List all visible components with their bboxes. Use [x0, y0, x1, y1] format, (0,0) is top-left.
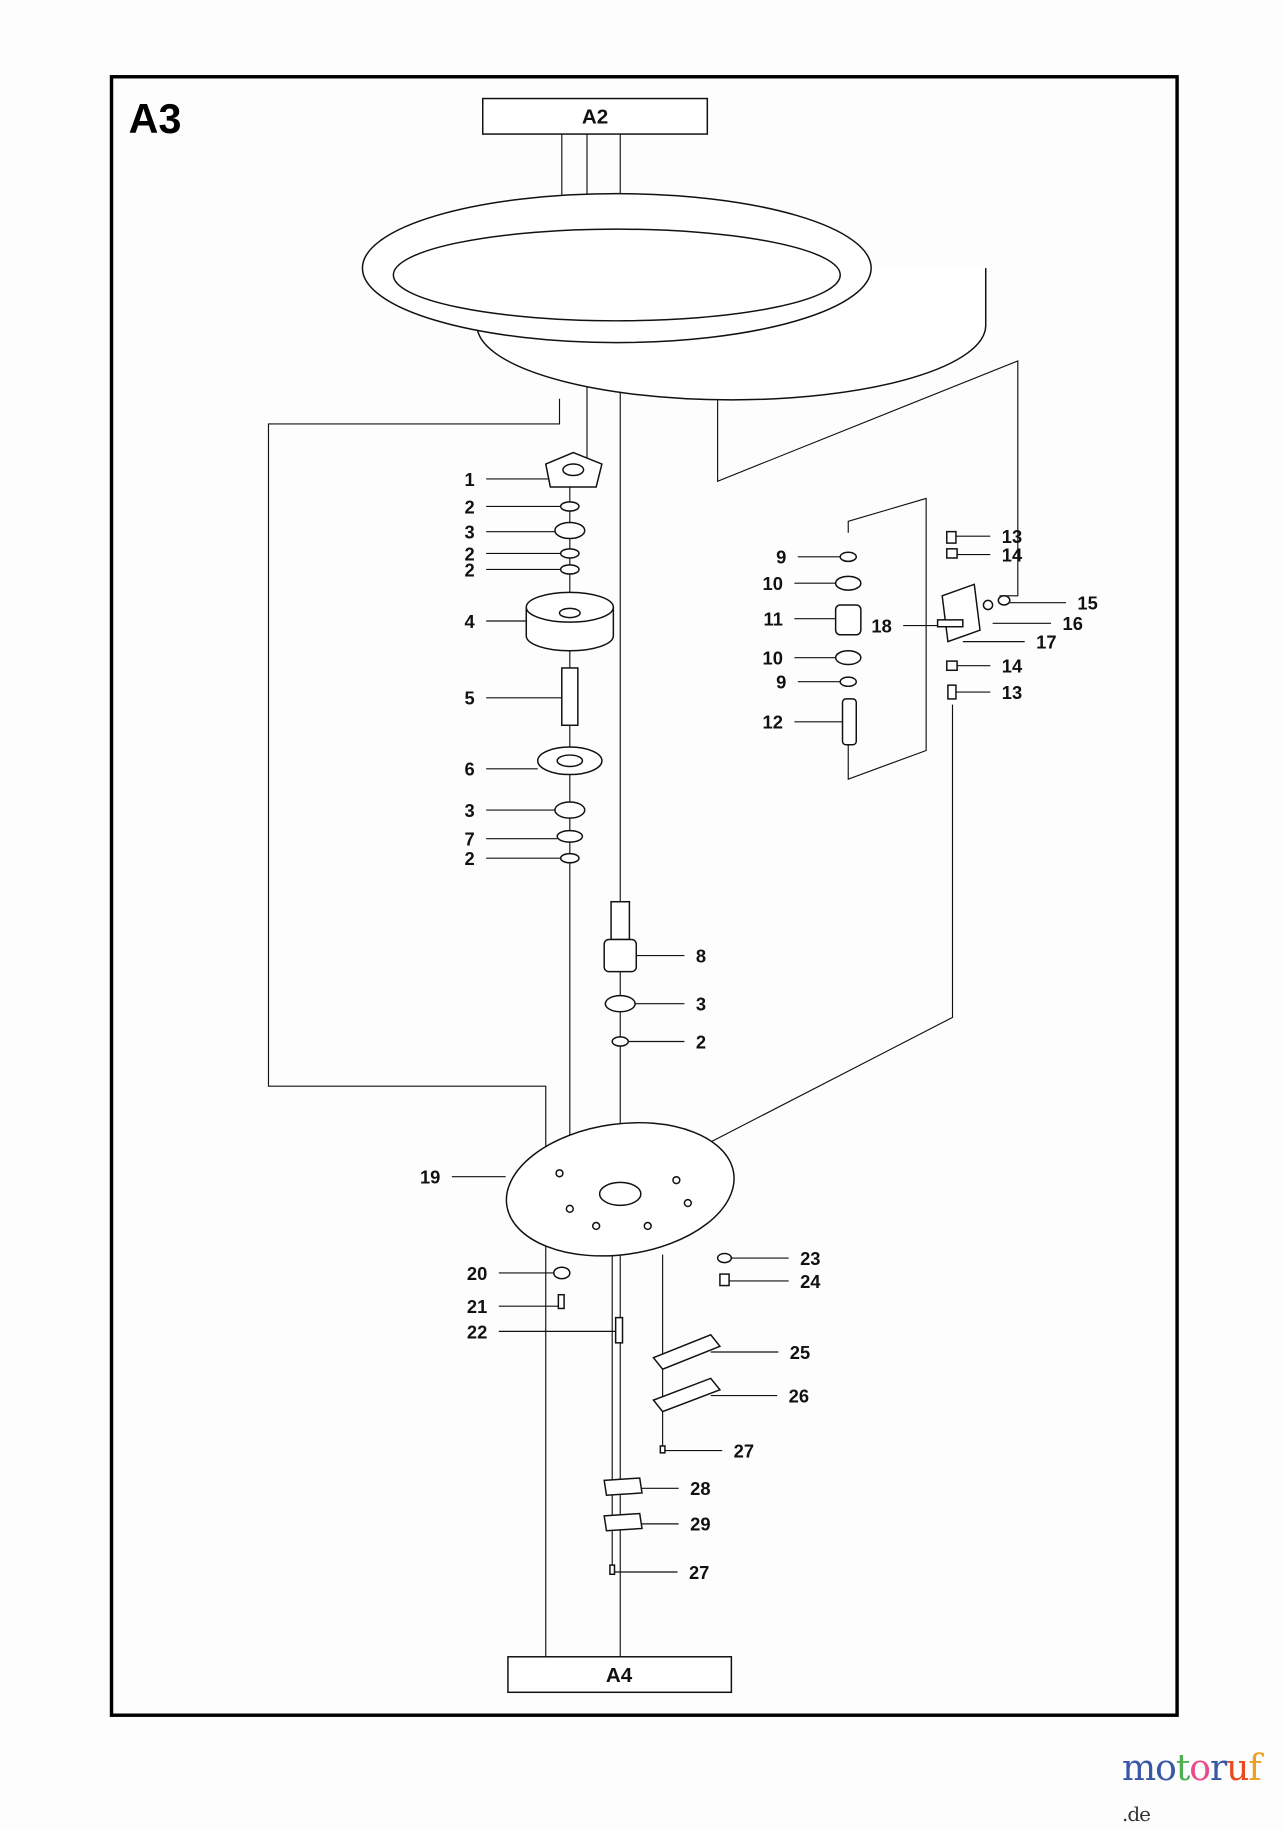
watermark-letter: o: [1155, 1748, 1177, 1789]
spindle-part: [603, 938, 638, 973]
callout-label: 9: [776, 672, 786, 693]
callout-label: 14: [1002, 656, 1023, 677]
knife-plate-part: [603, 1477, 643, 1497]
watermark-letter: f: [1248, 1748, 1261, 1789]
callout-label: 25: [790, 1342, 810, 1363]
watermark-letter: m: [1122, 1748, 1156, 1789]
callout-label: 5: [465, 688, 475, 709]
watermark-letter: r: [1209, 1748, 1227, 1789]
callout-label: 4: [465, 611, 476, 632]
callout-label: 2: [465, 543, 475, 564]
callout-label: 2: [465, 848, 475, 869]
blade-part: [652, 1333, 722, 1371]
callout-label: 17: [1036, 632, 1056, 653]
parts-center-stack: [603, 900, 638, 1047]
watermark-logo: motoruf .de: [1122, 1748, 1284, 1830]
callout-label: 7: [465, 829, 475, 850]
housing-drum: [361, 192, 987, 401]
callout-label: 19: [420, 1167, 440, 1188]
callout-label: 9: [776, 547, 786, 568]
cutter-disc: [505, 1121, 735, 1257]
callout-label: 3: [465, 522, 475, 543]
callout-label: 13: [1002, 526, 1022, 547]
callout-label: 27: [734, 1440, 754, 1461]
callout-label: 14: [1002, 544, 1023, 565]
callout-labels: 1232245637283291011109121314151617181413…: [420, 469, 1098, 1583]
washer-part: [559, 501, 580, 512]
callout-label: 28: [690, 1478, 710, 1499]
callout-label: 18: [871, 615, 891, 636]
diagram-frame: [109, 75, 1179, 1717]
connector-bottom-label: A4: [606, 1664, 633, 1687]
lower-parts: [553, 1252, 733, 1576]
bracket-part: [941, 583, 981, 643]
callout-label: 26: [789, 1385, 809, 1406]
bearing-part: [554, 521, 586, 540]
section-label: A3: [129, 96, 182, 142]
callout-label: 10: [763, 573, 783, 594]
parts-right-stack: [834, 530, 1011, 746]
watermark-tld: .de: [1122, 1802, 1151, 1826]
callout-label: 2: [465, 496, 475, 517]
callout-label: 12: [763, 712, 783, 733]
watermark-letter: o: [1189, 1748, 1211, 1789]
callout-label: 13: [1002, 682, 1022, 703]
callout-label: 2: [465, 559, 475, 580]
connector-box-bottom: [507, 1656, 733, 1694]
callout-label: 2: [696, 1031, 706, 1052]
connector-box-top: [481, 97, 709, 135]
callout-label: 20: [467, 1263, 487, 1284]
callout-label: 27: [689, 1562, 709, 1583]
parts-left-stack: [525, 451, 615, 864]
callout-label: 15: [1077, 593, 1097, 614]
callout-label: 1: [465, 469, 475, 490]
callout-label: 10: [763, 648, 783, 669]
callout-label: 21: [467, 1296, 487, 1317]
callout-label: 3: [465, 800, 475, 821]
callout-label: 29: [690, 1514, 710, 1535]
connector-top-label: A2: [582, 106, 608, 129]
callout-label: 11: [764, 609, 783, 630]
callout-label: 16: [1062, 613, 1082, 634]
watermark-letter: u: [1226, 1748, 1249, 1789]
watermark-letter: t: [1175, 1748, 1191, 1789]
callout-label: 24: [800, 1271, 821, 1292]
shaft-part: [561, 667, 579, 727]
blade-part: [652, 1377, 722, 1413]
callout-label: 23: [800, 1248, 820, 1269]
callout-label: 22: [467, 1321, 487, 1342]
callout-label: 8: [696, 945, 706, 966]
callout-label: 3: [696, 994, 706, 1015]
callout-label: 6: [465, 759, 475, 780]
knife-plate-part: [603, 1512, 643, 1532]
